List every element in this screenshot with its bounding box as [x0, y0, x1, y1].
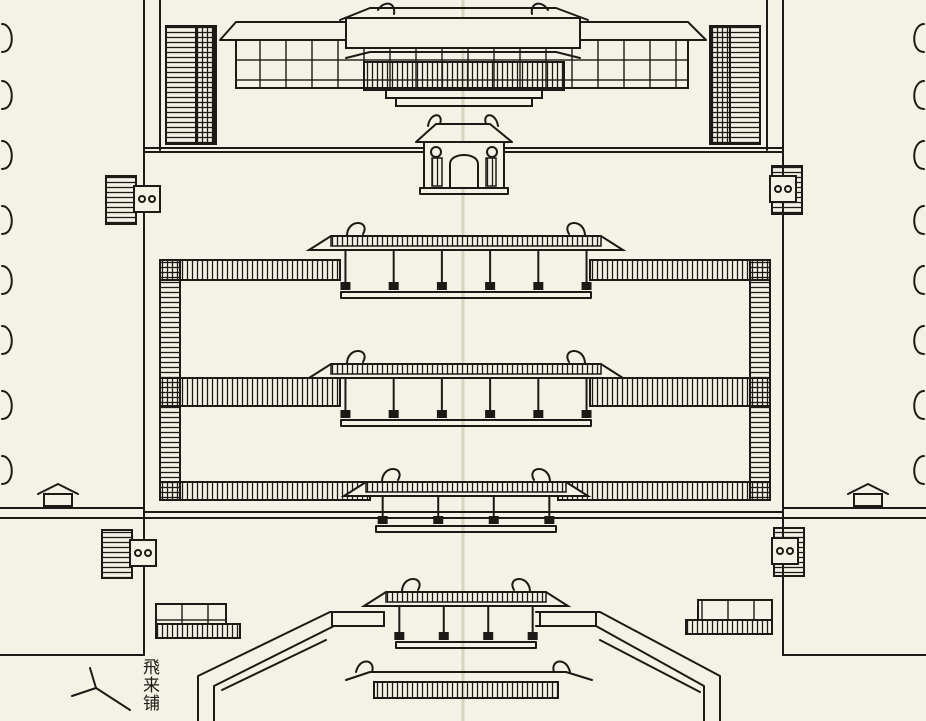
- gatehouse-body: [133, 185, 161, 213]
- pavilions: [305, 222, 627, 649]
- gatehouse-body: [771, 537, 799, 565]
- gatehouse-door: [148, 195, 156, 203]
- column-base: [485, 410, 496, 418]
- gatehouse: [771, 527, 805, 577]
- binding-loop: [913, 205, 925, 235]
- binding-loop: [1, 140, 13, 170]
- pavilion-steps: [395, 641, 537, 649]
- roof-ornament: [401, 578, 421, 593]
- binding-loop: [1, 205, 13, 235]
- roof-ornament: [511, 578, 531, 593]
- binding-loops-right: [913, 23, 925, 485]
- column-base: [488, 516, 499, 524]
- column-base: [436, 282, 447, 290]
- lower-wing-buildings: [155, 599, 773, 639]
- gatehouse-door: [776, 547, 784, 555]
- binding-loop: [1, 265, 13, 295]
- gatehouse-body: [129, 539, 157, 567]
- column-base: [377, 516, 388, 524]
- binding-loop: [1, 23, 13, 53]
- gatehouse-door: [786, 547, 794, 555]
- roof-ornament: [346, 222, 366, 237]
- gatehouse-door: [138, 195, 146, 203]
- gatehouse-door: [144, 549, 152, 557]
- binding-loop: [913, 265, 925, 295]
- pavilion: [360, 578, 572, 649]
- binding-loop: [913, 325, 925, 355]
- column-base: [388, 282, 399, 290]
- binding-loop: [913, 23, 925, 53]
- column-base: [394, 632, 405, 640]
- binding-loop: [1, 325, 13, 355]
- column-base: [433, 516, 444, 524]
- column-base: [581, 410, 592, 418]
- column-base: [340, 282, 351, 290]
- binding-loop: [913, 455, 925, 485]
- path-junction-symbol: [71, 667, 131, 711]
- column-base: [533, 282, 544, 290]
- pavilion-steps: [375, 525, 557, 533]
- roof-ornament: [346, 350, 366, 365]
- pavilion-steps: [340, 419, 592, 427]
- top-side-corridors: [165, 25, 761, 145]
- pavilion: [305, 350, 627, 427]
- roof-ornament: [566, 222, 586, 237]
- pavilion-roof-tiles: [365, 481, 567, 493]
- binding-loop: [913, 390, 925, 420]
- pavilion-roof-tiles: [385, 591, 547, 603]
- pavilion-roof-tiles: [330, 235, 602, 247]
- gatehouse: [105, 175, 161, 225]
- side-gatehouses: [101, 165, 805, 579]
- gatehouse: [769, 165, 803, 215]
- column-base: [527, 632, 538, 640]
- column-base: [388, 410, 399, 418]
- central-gate-tower: [415, 114, 513, 195]
- gatehouse-roof: [101, 529, 133, 579]
- gatehouse: [101, 529, 157, 579]
- gatehouse-door: [774, 185, 782, 193]
- roof-ornament: [381, 468, 401, 483]
- courtyard-corridors: [159, 259, 771, 501]
- pavilion-roof-tiles: [330, 363, 602, 375]
- column-base: [544, 516, 555, 524]
- binding-loop: [1, 80, 13, 110]
- place-name-caption: 飛来铺: [139, 658, 159, 712]
- binding-loops-left: [1, 23, 13, 485]
- column-base: [485, 282, 496, 290]
- column-base: [438, 632, 449, 640]
- binding-loop: [1, 390, 13, 420]
- roadside-shrines: [37, 483, 889, 507]
- column-base: [533, 410, 544, 418]
- column-base: [340, 410, 351, 418]
- column-base: [483, 632, 494, 640]
- binding-loop: [913, 80, 925, 110]
- gatehouse-body: [769, 175, 797, 203]
- pavilion: [305, 222, 627, 299]
- gatehouse-roof: [105, 175, 137, 225]
- front-bridge-balustrade: [197, 611, 721, 721]
- bottom-partial-roof: [345, 660, 593, 699]
- gatehouse-door: [134, 549, 142, 557]
- binding-loop: [1, 455, 13, 485]
- roof-ornament: [566, 350, 586, 365]
- gatehouse-door: [784, 185, 792, 193]
- pavilion-steps: [340, 291, 592, 299]
- roof-ornament: [531, 468, 551, 483]
- binding-loop: [913, 140, 925, 170]
- top-main-hall: [219, 2, 707, 107]
- column-base: [436, 410, 447, 418]
- column-base: [581, 282, 592, 290]
- pavilion: [340, 468, 592, 533]
